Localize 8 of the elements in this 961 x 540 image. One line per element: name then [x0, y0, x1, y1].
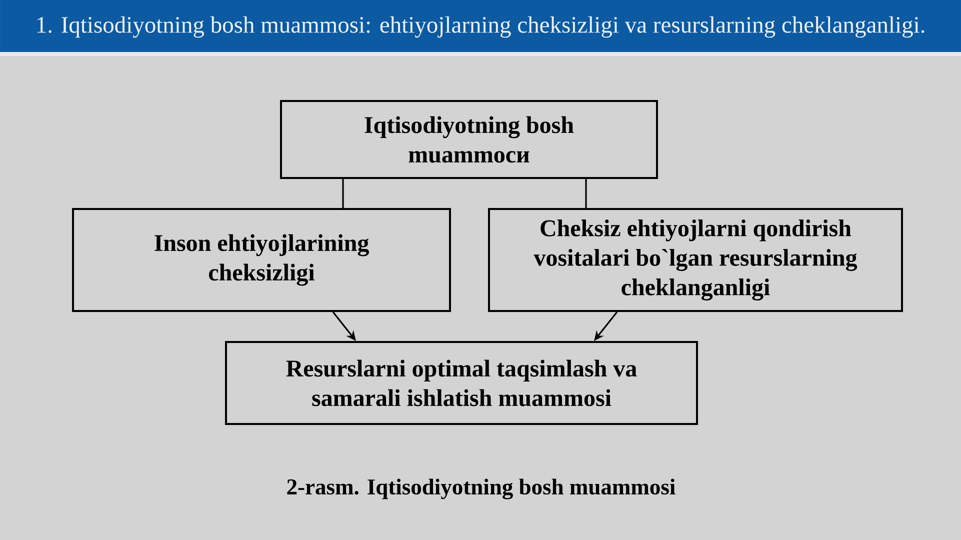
figure-caption: 2-rasm. Iqtisodiyotning bosh muammosi: [287, 478, 676, 500]
text-box: Resurslarni optimal taqsimlash va samarali ishlatish muammosi: [225, 341, 698, 425]
text-box: Iqtisodiyotning bosh muammoси: [280, 100, 658, 179]
title-bar: 1. Iqtisodiyotning bosh muammosi: ehtiyojlarning cheksizligi va resurslarning cheklanganligi.: [0, 0, 961, 56]
connector-line: [585, 179, 587, 208]
text-box: Cheksiz ehtiyojlarni qondirish vositalari bo`lgan resurslarning cheklanganligi: [488, 208, 903, 312]
connector-line: [342, 179, 344, 208]
text-box: Inson ehtiyojlarining cheksizligi: [72, 208, 451, 312]
